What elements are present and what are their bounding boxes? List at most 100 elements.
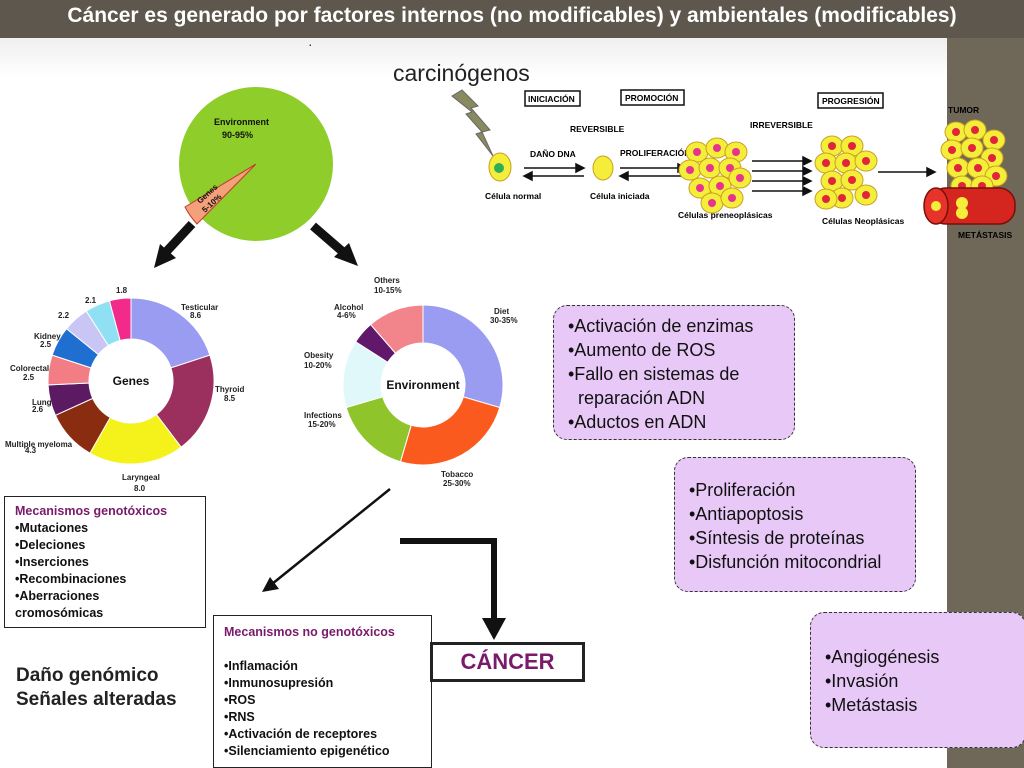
cell-nucleus: [822, 159, 830, 167]
effect-item: •Aumento de ROS: [568, 340, 716, 360]
arrow-to-cancer: [400, 538, 506, 640]
donut-value-label: 8.0: [134, 484, 146, 493]
cell-nucleus: [736, 174, 744, 182]
nongenotoxic-item: •Inmunosupresión: [224, 676, 334, 690]
pie-env-label: Environment: [214, 117, 269, 127]
donut-category-label: Others: [374, 276, 400, 285]
donut-category-label: Infections: [304, 411, 342, 420]
cell-nucleus: [706, 164, 714, 172]
label-reversible: REVERSIBLE: [570, 124, 625, 134]
dano-line: Señales alteradas: [16, 689, 177, 710]
genomic-damage-text: Daño genómico Señales alteradas: [16, 664, 177, 712]
donut-category-label: Thyroid: [215, 385, 244, 394]
effects-box-3: •Angiogénesis •Invasión •Metástasis: [810, 612, 1024, 748]
effects-box-1: •Activación de enzimas •Aumento de ROS •…: [553, 305, 795, 440]
effect-item: •Síntesis de proteínas: [689, 528, 865, 548]
effect-item: •Invasión: [825, 671, 899, 691]
label-irreversible: IRREVERSIBLE: [750, 120, 813, 130]
cell-nucleus: [708, 199, 716, 207]
donut-slice: [422, 304, 504, 409]
donut-value-label: 8.5: [224, 394, 236, 403]
donut-category-label: Obesity: [304, 351, 334, 360]
label-dano-dna: DAÑO DNA: [530, 149, 576, 159]
stage-progresion: PROGRESIÓN: [822, 95, 880, 106]
cell-preneo-label: Células preneoplásicas: [678, 210, 773, 220]
preneoplastic-cells-icon: [678, 137, 752, 214]
genotoxic-mechanisms-box: Mecanismos genotóxicos •Mutaciones •Dele…: [4, 496, 206, 628]
donut-hole: [382, 344, 464, 426]
donut-value-label: 2.1: [85, 296, 97, 305]
cell-nucleus: [828, 177, 836, 185]
cell-nucleus: [732, 148, 740, 156]
genotoxic-item: •Mutaciones: [15, 521, 89, 535]
cell-nucleus: [848, 142, 856, 150]
donut-category-label: Tobacco: [441, 470, 473, 479]
donut-category-label: Laryngeal: [122, 473, 160, 482]
tumor-cells-icon: [940, 119, 1008, 197]
cell-nucleus: [968, 144, 976, 152]
donut-category-label: Multiple myeloma: [5, 440, 73, 449]
cell-nucleus: [862, 157, 870, 165]
donut-value-label: 8.6: [190, 311, 202, 320]
stray-dot: ·: [308, 36, 313, 52]
metastasis-label: METÁSTASIS: [958, 230, 1012, 240]
genotoxic-item: •Inserciones: [15, 555, 89, 569]
dano-line: Daño genómico: [16, 665, 159, 686]
nongenotoxic-item: •Silenciamiento epigenético: [224, 744, 390, 758]
cell-neo-label: Células Neoplásicas: [822, 216, 904, 226]
cancer-box: CÁNCER: [430, 642, 585, 682]
cell-nucleus: [952, 128, 960, 136]
carcinogens-label: carcinógenos: [393, 60, 530, 86]
nongenotoxic-item: •RNS: [224, 710, 255, 724]
donut-value-label: 4-6%: [337, 311, 356, 320]
effects-box-2: •Proliferación •Antiapoptosis •Síntesis …: [674, 457, 916, 592]
split-arrows: [154, 220, 358, 268]
donut-category-label: Testicular: [181, 303, 218, 312]
cell-nucleus: [971, 126, 979, 134]
donut-hole: [90, 340, 172, 422]
effect-item: •Fallo en sistemas de: [568, 364, 740, 384]
donut-category-label: Kidney: [34, 332, 61, 341]
cell-nucleus: [726, 164, 734, 172]
cell-nucleus: [713, 144, 721, 152]
donut-center-label: Genes: [113, 374, 150, 388]
cell-nucleus: [862, 191, 870, 199]
donut-value-label: 30-35%: [490, 316, 518, 325]
cell-nucleus: [948, 146, 956, 154]
slide-title: Cáncer es generado por factores internos…: [67, 4, 957, 27]
cell-nucleus: [696, 184, 704, 192]
donut-value-label: 2.6: [32, 405, 44, 414]
stage-tumor: TUMOR: [948, 105, 979, 115]
stage-arrows: [522, 155, 937, 197]
cell-nucleus: [848, 176, 856, 184]
cell-nucleus: [822, 195, 830, 203]
cell-nucleus: [990, 136, 998, 144]
effect-item: •Activación de enzimas: [568, 316, 754, 336]
donut-category-label: Lung: [32, 398, 52, 407]
donut-value-label: 10-20%: [304, 361, 332, 370]
nongenotoxic-mechanisms-box: Mecanismos no genotóxicos •Inflamación •…: [213, 615, 432, 768]
donut-value-label: 25-30%: [443, 479, 471, 488]
cell-iniciada-icon: [592, 155, 614, 181]
cell-nucleus: [838, 194, 846, 202]
effect-item: •Antiapoptosis: [689, 504, 804, 524]
donut-value-label: 4.3: [25, 446, 37, 455]
cell-normal-icon: [488, 152, 512, 182]
nongenotoxic-item: •Inflamación: [224, 659, 298, 673]
donut-value-label: 15-20%: [308, 420, 336, 429]
donut-value-label: 1.8: [116, 286, 128, 295]
cell-nucleus: [828, 142, 836, 150]
donut-category-label: Diet: [494, 307, 509, 316]
effect-item: •Proliferación: [689, 480, 796, 500]
donut-category-label: Colorectal: [10, 364, 49, 373]
genotoxic-item: •Recombinaciones: [15, 572, 127, 586]
donut-value-label: 2.5: [40, 340, 52, 349]
neoplastic-cells-icon: [814, 135, 878, 210]
effect-item: reparación ADN: [568, 388, 706, 408]
donut-value-label: 2.2: [58, 311, 70, 320]
cell-nucleus: [686, 166, 694, 174]
cell-nucleus: [716, 182, 724, 190]
